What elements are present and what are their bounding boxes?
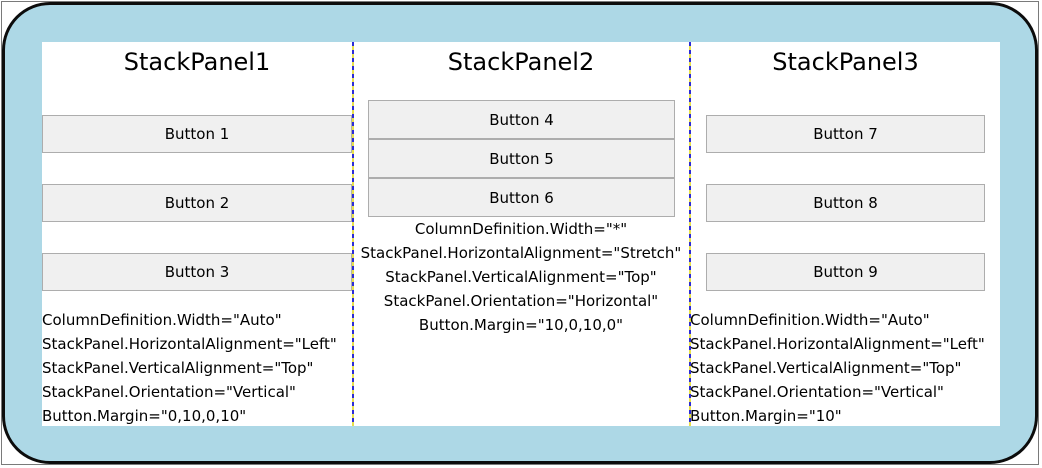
- grid-splitter-2[interactable]: [689, 42, 691, 426]
- panel2-note: Button.Margin="10,0,10,0": [418, 316, 624, 334]
- panel2-note: StackPanel.VerticalAlignment="Top": [385, 268, 657, 286]
- panel3-note: ColumnDefinition.Width="Auto": [690, 311, 930, 329]
- panel2-note: StackPanel.HorizontalAlignment="Stretch": [360, 244, 682, 262]
- panel2-note: ColumnDefinition.Width="*": [414, 220, 628, 238]
- panel1-note: StackPanel.VerticalAlignment="Top": [42, 359, 314, 377]
- button-9[interactable]: Button 9: [706, 253, 985, 291]
- button-6[interactable]: Button 6: [368, 178, 675, 217]
- button-8[interactable]: Button 8: [706, 184, 985, 222]
- button-7[interactable]: Button 7: [706, 115, 985, 153]
- button-3[interactable]: Button 3: [42, 253, 352, 291]
- panel2-note: StackPanel.Orientation="Horizontal": [383, 292, 659, 310]
- panel2-title: StackPanel2: [447, 48, 595, 76]
- panel3-notes: ColumnDefinition.Width="Auto" StackPanel…: [690, 308, 985, 428]
- button-4[interactable]: Button 4: [368, 100, 675, 139]
- panel3-title: StackPanel3: [772, 48, 919, 76]
- panel2-notes: ColumnDefinition.Width="*" StackPanel.Ho…: [354, 217, 688, 337]
- grid-splitter-1[interactable]: [352, 42, 354, 426]
- panel3-note: StackPanel.HorizontalAlignment="Left": [690, 335, 985, 353]
- panel1-note: StackPanel.HorizontalAlignment="Left": [42, 335, 337, 353]
- panel1-note: Button.Margin="0,10,0,10": [42, 407, 247, 425]
- panel3-note: StackPanel.Orientation="Vertical": [690, 383, 944, 401]
- panel1-title: StackPanel1: [123, 48, 271, 76]
- panel1-note: StackPanel.Orientation="Vertical": [42, 383, 296, 401]
- layout-grid: StackPanel1 Button 1 Button 2 Button 3 C…: [42, 42, 1000, 426]
- panel1-note: ColumnDefinition.Width="Auto": [42, 311, 282, 329]
- button-1[interactable]: Button 1: [42, 115, 352, 153]
- panel3-note: Button.Margin="10": [690, 407, 842, 425]
- panel3-note: StackPanel.VerticalAlignment="Top": [690, 359, 962, 377]
- button-5[interactable]: Button 5: [368, 139, 675, 178]
- panel1-notes: ColumnDefinition.Width="Auto" StackPanel…: [42, 308, 337, 428]
- button-2[interactable]: Button 2: [42, 184, 352, 222]
